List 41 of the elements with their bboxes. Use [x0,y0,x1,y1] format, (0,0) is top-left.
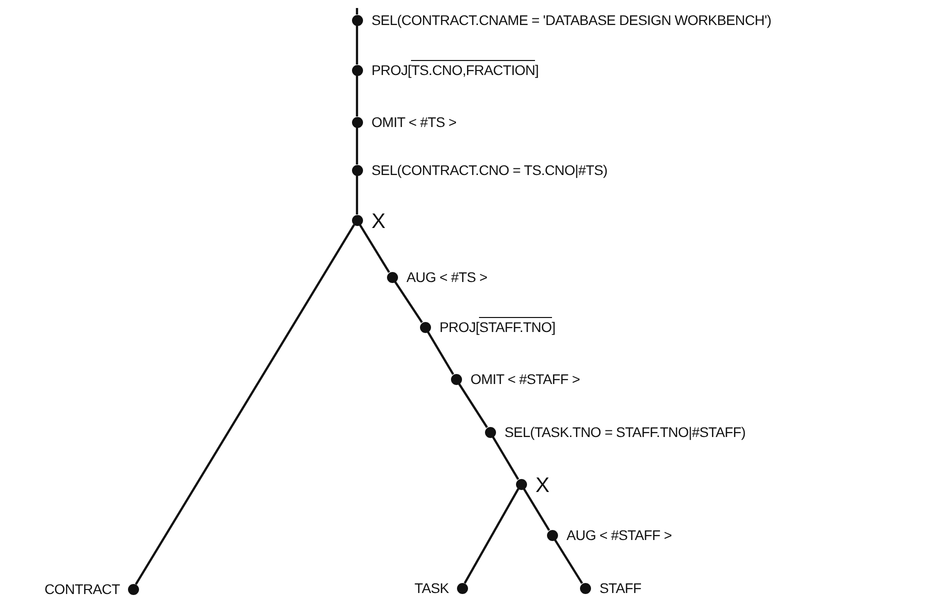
operation-label: SEL(CONTRACT.CNAME = 'DATABASE DESIGN WORKBENCH') [372,12,772,28]
node-dot [484,426,496,438]
operation-label: SEL(TASK.TNO = STAFF.TNO|#STAFF) [504,424,746,440]
tree-branch-line [492,436,520,480]
relation-label: CONTRACT [44,581,120,597]
tree-branch-line [356,176,358,214]
node-dot [352,214,362,226]
operation-label: AUG < #STAFF > [566,527,672,543]
tree-branch-line [458,383,488,428]
operator-label: X [536,475,550,497]
tree-branch-line [394,280,423,324]
tree-branch-line [464,488,520,584]
node-dot [352,14,362,26]
node-dot [516,478,526,490]
operation-label: PROJ[STAFF.TNO] [440,319,556,335]
node-dot [456,582,468,594]
operation-label: STAFF [600,580,642,596]
operation-label: OMIT < #TS > [372,114,456,130]
node-dot [450,374,462,384]
node-dot [128,584,138,594]
tree-branch-line [426,331,454,375]
operator-label: X [372,211,386,233]
tree-branch-line [356,128,358,164]
tree-branch-line [358,224,390,273]
node-dot [386,272,398,282]
operation-label: OMIT < #STAFF > [470,371,580,387]
tree-branch-line [522,488,550,531]
operation-label: SEL(CONTRACT.CNO = TS.CNO|#TS) [372,162,608,178]
operation-label: PROJ[TS.CNO,FRACTION] [372,62,539,78]
tree-branch-line [554,539,584,584]
node-dot [352,116,362,128]
tree-branch-line [356,26,358,64]
tree-branch-line [356,76,358,116]
node-dot [546,530,558,540]
operation-label: AUG < #TS > [406,269,488,285]
relation-label: TASK [414,580,449,596]
tree-branch-line [134,224,356,585]
node-dot [420,322,430,332]
node-dot [352,164,362,176]
node-dot [580,582,590,594]
node-dot [352,64,362,76]
